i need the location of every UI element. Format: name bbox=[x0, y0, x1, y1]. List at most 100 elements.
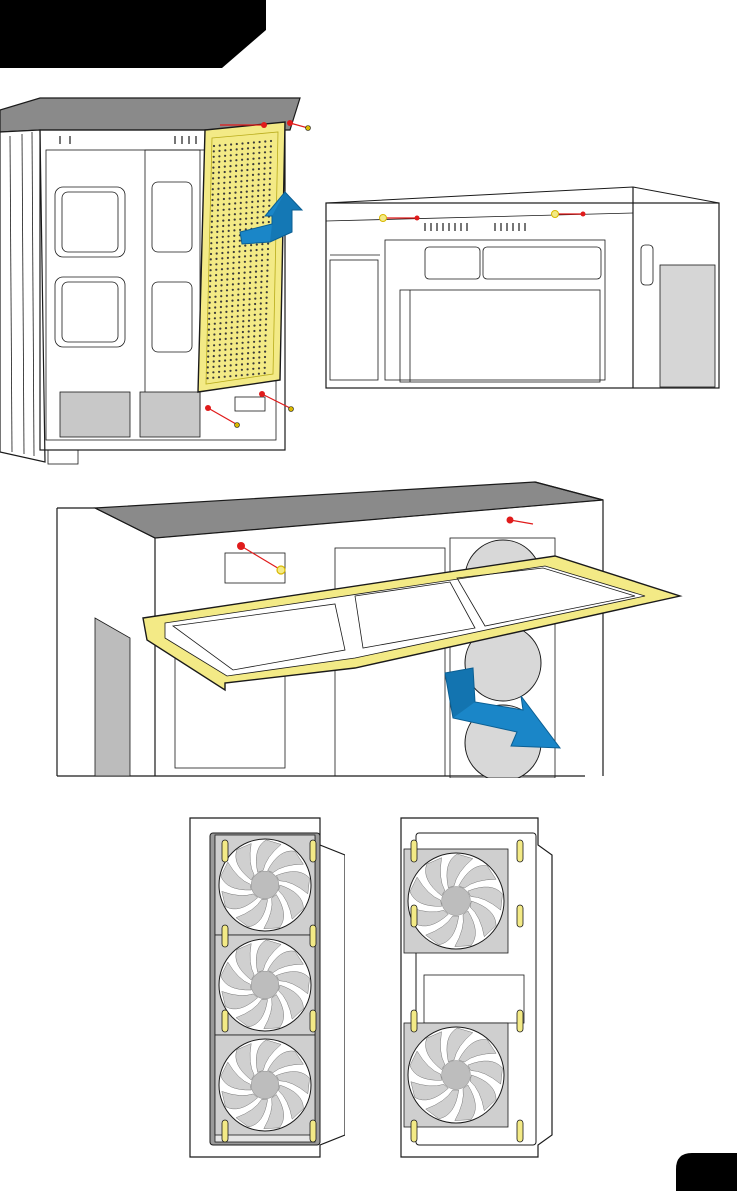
perforation-hole bbox=[267, 264, 269, 266]
perforation-hole bbox=[208, 339, 210, 341]
perforation-hole bbox=[214, 312, 216, 314]
perforation-hole bbox=[239, 245, 241, 247]
perforation-hole bbox=[211, 204, 213, 206]
fig-three-fan-layout bbox=[185, 815, 345, 1160]
perforation-hole bbox=[221, 263, 223, 265]
perforation-hole bbox=[263, 189, 265, 191]
perforation-hole bbox=[265, 313, 267, 315]
perforation-hole bbox=[243, 277, 245, 279]
perforation-hole bbox=[251, 195, 253, 197]
perforation-hole bbox=[246, 169, 248, 171]
perforation-hole bbox=[209, 280, 211, 282]
perforation-hole bbox=[232, 289, 234, 291]
perforation-hole bbox=[223, 182, 225, 184]
perforation-hole bbox=[231, 321, 233, 323]
perforation-hole bbox=[239, 218, 241, 220]
perforation-hole bbox=[249, 276, 251, 278]
perforation-hole bbox=[238, 272, 240, 274]
perforation-hole bbox=[218, 365, 220, 367]
perforation-hole bbox=[245, 207, 247, 209]
perforation-hole bbox=[223, 209, 225, 211]
perforation-hole bbox=[212, 188, 214, 190]
perforation-hole bbox=[257, 206, 259, 208]
perforation-hole bbox=[258, 173, 260, 175]
perforation-hole bbox=[252, 190, 254, 192]
perforation-hole bbox=[219, 333, 221, 335]
perforation-hole bbox=[235, 165, 237, 167]
perforation-hole bbox=[221, 274, 223, 276]
perforation-hole bbox=[211, 221, 213, 223]
perforation-hole bbox=[261, 259, 263, 261]
perforation-hole bbox=[232, 262, 234, 264]
perforation-hole bbox=[233, 246, 235, 248]
perforation-hole bbox=[266, 275, 268, 277]
perforation-hole bbox=[252, 362, 254, 364]
perforation-hole bbox=[256, 249, 258, 251]
perforation-hole bbox=[243, 282, 245, 284]
perforation-hole bbox=[222, 236, 224, 238]
mount-slot bbox=[310, 1120, 316, 1142]
perforation-hole bbox=[231, 332, 233, 334]
perforation-hole bbox=[248, 330, 250, 332]
fan-icon bbox=[215, 835, 315, 935]
perforation-hole bbox=[241, 153, 243, 155]
perforation-hole bbox=[229, 170, 231, 172]
perforation-hole bbox=[243, 293, 245, 295]
perforation-hole bbox=[216, 231, 218, 233]
perforation-hole bbox=[255, 265, 257, 267]
perforation-hole bbox=[239, 240, 241, 242]
perforation-hole bbox=[234, 202, 236, 204]
perforation-hole bbox=[214, 306, 216, 308]
perforation-hole bbox=[216, 236, 218, 238]
perforation-hole bbox=[230, 160, 232, 162]
perforation-hole bbox=[247, 164, 249, 166]
perforation-hole bbox=[253, 357, 255, 359]
mount-slot bbox=[411, 1120, 417, 1142]
perforation-hole bbox=[231, 300, 233, 302]
perforation-hole bbox=[257, 200, 259, 202]
header-tab bbox=[0, 0, 270, 68]
perforation-hole bbox=[213, 156, 215, 158]
perforation-hole bbox=[264, 351, 266, 353]
perforation-hole bbox=[269, 178, 271, 180]
perforation-hole bbox=[210, 264, 212, 266]
perforation-hole bbox=[234, 192, 236, 194]
perforation-hole bbox=[224, 149, 226, 151]
perforation-hole bbox=[258, 351, 260, 353]
perforation-hole bbox=[240, 180, 242, 182]
perforation-hole bbox=[231, 327, 233, 329]
perforation-hole bbox=[262, 216, 264, 218]
perforation-hole bbox=[227, 268, 229, 270]
perforation-hole bbox=[258, 373, 260, 375]
perforation-hole bbox=[248, 314, 250, 316]
perforation-hole bbox=[252, 174, 254, 176]
perforation-hole bbox=[218, 161, 220, 163]
perforation-hole bbox=[241, 358, 243, 360]
fig-two-fan-layout bbox=[396, 815, 556, 1160]
perforation-hole bbox=[267, 248, 269, 250]
perforation-hole bbox=[249, 271, 251, 273]
perforation-hole bbox=[209, 302, 211, 304]
perforation-hole bbox=[241, 148, 243, 150]
perforation-hole bbox=[230, 154, 232, 156]
perforation-hole bbox=[210, 248, 212, 250]
perforation-hole bbox=[229, 187, 231, 189]
perforation-hole bbox=[224, 376, 226, 378]
perforation-hole bbox=[213, 350, 215, 352]
perforation-hole bbox=[234, 224, 236, 226]
mount-slot bbox=[411, 840, 417, 862]
perforation-hole bbox=[220, 295, 222, 297]
perforation-hole bbox=[214, 296, 216, 298]
perforation-hole bbox=[226, 305, 228, 307]
perforation-hole bbox=[214, 328, 216, 330]
perforation-hole bbox=[246, 180, 248, 182]
perforation-hole bbox=[252, 158, 254, 160]
perforation-hole bbox=[269, 167, 271, 169]
perforation-hole bbox=[218, 155, 220, 157]
perforation-hole bbox=[251, 222, 253, 224]
perforation-hole bbox=[210, 258, 212, 260]
perforation-hole bbox=[241, 353, 243, 355]
perforation-hole bbox=[222, 220, 224, 222]
perforation-hole bbox=[230, 143, 232, 145]
perforation-hole bbox=[222, 225, 224, 227]
